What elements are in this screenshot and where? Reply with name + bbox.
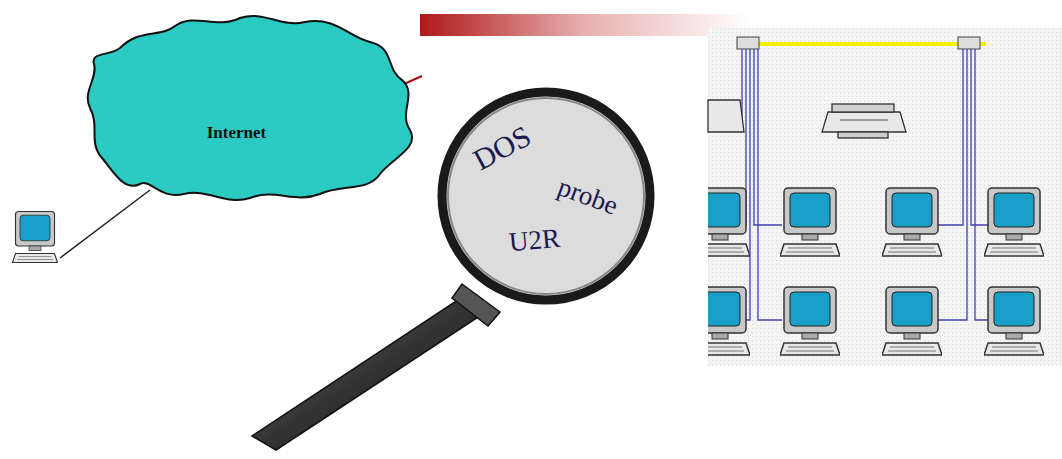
cloud-outline xyxy=(80,8,420,206)
internet-cloud: Internet xyxy=(80,8,420,206)
node-label: U2R xyxy=(508,222,562,257)
lens-outline xyxy=(436,86,656,306)
node-label: Internet xyxy=(207,123,266,143)
magnifier-lens: DOSprobeU2R xyxy=(436,86,656,306)
